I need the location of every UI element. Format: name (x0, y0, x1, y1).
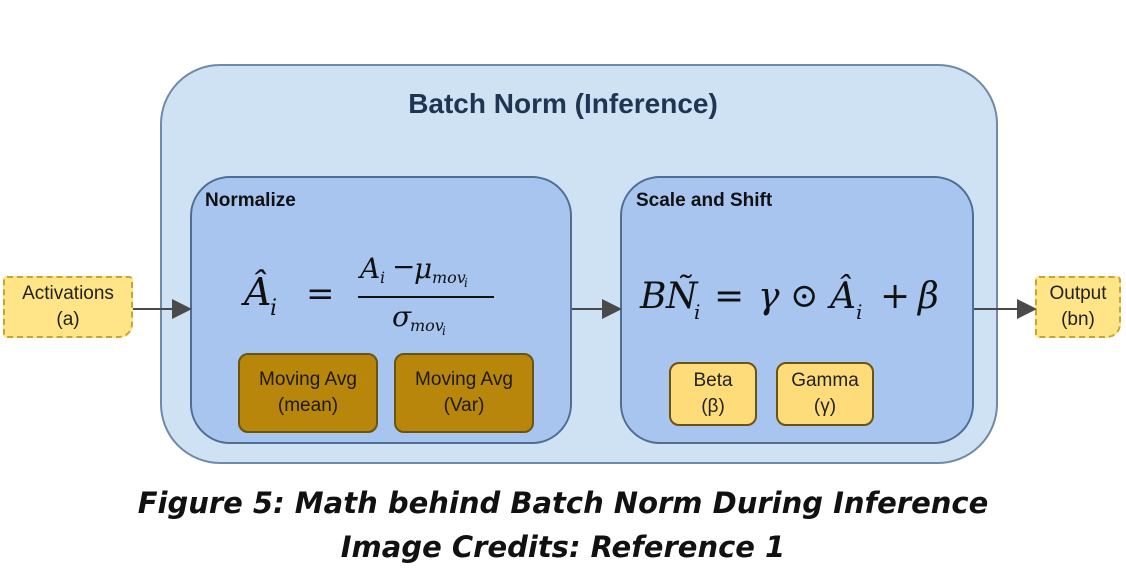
beta-box: Beta (β) (669, 362, 757, 426)
formula-plus: + (880, 276, 911, 317)
formula-num-a-sub: i (380, 268, 386, 287)
moving-avg-mean-line2: (mean) (277, 395, 339, 416)
formula-odot: ⊙ (790, 276, 819, 316)
formula-num-minus: − (392, 250, 416, 283)
output-line1: Output (1049, 283, 1107, 304)
gamma-box: Gamma (γ) (776, 362, 874, 426)
scale-shift-formula: B Ñ i = γ ⊙ Â i + β (640, 270, 966, 330)
formula-num-mu-sub: mov (432, 268, 466, 287)
normalize-formula: Â i = A i − μ mov i σ mov i (242, 250, 512, 345)
formula-ahat-sub: i (856, 300, 863, 324)
formula-den-subsub: i (442, 324, 446, 338)
activations-input-note: Activations (a) (3, 276, 133, 338)
figure-credits: Image Credits: Reference 1 (340, 530, 786, 564)
formula-equals: = (306, 274, 335, 314)
gamma-box-line2: (γ) (813, 396, 837, 417)
normalize-title: Normalize (205, 190, 296, 211)
formula-beta: β (918, 276, 939, 317)
moving-avg-var-box: Moving Avg (Var) (394, 353, 534, 433)
output-note: Output (bn) (1035, 276, 1121, 338)
formula-lhs: Â (244, 270, 272, 314)
formula-lhs-sub: i (270, 296, 278, 321)
moving-avg-var-line1: Moving Avg (415, 369, 513, 390)
formula-bn-equals: = (714, 276, 745, 317)
formula-num-mu: μ (414, 252, 433, 285)
activations-line1: Activations (22, 283, 114, 304)
beta-box-line1: Beta (693, 370, 733, 391)
moving-avg-mean-line1: Moving Avg (259, 369, 357, 390)
formula-den-sub: mov (410, 316, 444, 335)
scale-shift-title: Scale and Shift (636, 190, 773, 211)
formula-den-sigma: σ (392, 300, 412, 333)
gamma-box-line1: Gamma (791, 370, 859, 391)
moving-avg-var-line2: (Var) (443, 395, 485, 416)
formula-bn-b: B (640, 276, 667, 317)
output-line2: (bn) (1061, 309, 1095, 330)
diagram-title: Batch Norm (Inference) (408, 88, 718, 119)
moving-avg-mean-box: Moving Avg (mean) (238, 353, 378, 433)
formula-num-mu-subsub: i (464, 276, 468, 290)
formula-ahat: Â (830, 276, 856, 317)
formula-gamma: γ (758, 276, 780, 317)
fraction-bar (358, 296, 494, 298)
figure-caption: Figure 5: Math behind Batch Norm During … (137, 486, 989, 520)
formula-bn-n: Ñ (666, 276, 698, 317)
beta-box-line2: (β) (701, 396, 725, 417)
formula-num-a: A (360, 252, 381, 285)
formula-bn-sub: i (694, 300, 701, 324)
activations-line2: (a) (56, 309, 80, 330)
